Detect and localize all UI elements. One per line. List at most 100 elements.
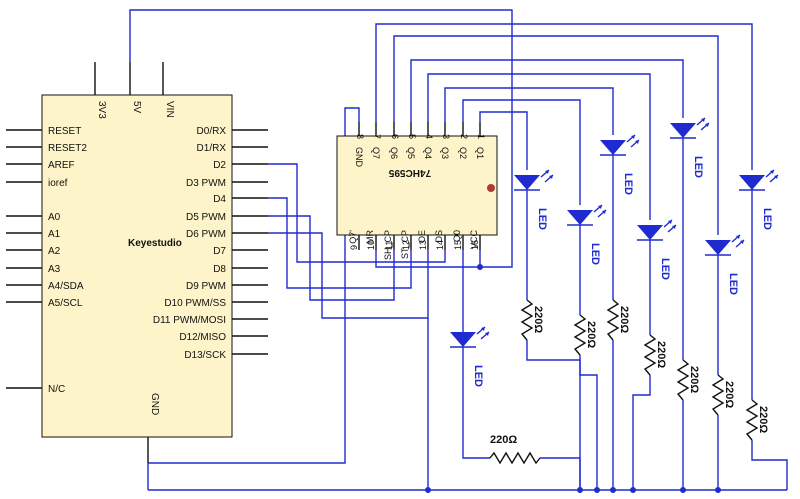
pin-label-d11-pwm-mosi: D11 PWM/MOSI xyxy=(153,315,226,326)
led-q5: LED xyxy=(670,117,710,178)
resistor-q7: 220Ω xyxy=(745,399,769,441)
pin-label-d13-sck: D13/SCK xyxy=(184,350,226,361)
arduino-board: Keyestudio RESETRESET2AREFiorefA0A1A2A3A… xyxy=(6,62,268,463)
pin-label-d0-rx: D0/RX xyxy=(197,126,227,137)
junction-dot xyxy=(715,487,721,493)
board-name: Keyestudio xyxy=(128,238,182,249)
ic-pin-name-oe: OE xyxy=(417,230,427,243)
ic-pin-number: 1 xyxy=(476,134,486,139)
led-label: LED xyxy=(589,243,601,265)
ic-pin-number: 4 xyxy=(424,134,434,139)
led-label: LED xyxy=(727,273,739,295)
ic-pin-name-vcc: VCC xyxy=(469,230,479,250)
led-label: LED xyxy=(659,258,671,280)
pin-label-d6-pwm: D6 PWM xyxy=(186,229,226,240)
wire-q0-res-gnd xyxy=(540,457,581,490)
resistor-label: 220Ω xyxy=(655,341,667,368)
ic-pin-number: 11 xyxy=(384,241,394,250)
led-arrow xyxy=(770,170,774,174)
ic-pin-number: 8 xyxy=(355,134,365,139)
led-arrow xyxy=(598,205,602,209)
resistor-q1: 220Ω xyxy=(520,299,544,341)
led-body xyxy=(739,175,765,190)
led-body xyxy=(705,240,731,255)
ic-pin-name-q6: Q6 xyxy=(389,147,399,159)
pin-label-d8: D8 xyxy=(213,264,226,275)
led-arrow xyxy=(549,175,553,179)
led-q6: LED xyxy=(705,234,745,295)
wire-q6 xyxy=(393,35,719,235)
resistor-q6: 220Ω xyxy=(711,374,735,416)
resistor-label: 220Ω xyxy=(532,306,544,333)
led-label: LED xyxy=(536,208,548,230)
led-arrow xyxy=(635,140,639,144)
pin-label-d2: D2 xyxy=(213,160,226,171)
wire-d6-oe xyxy=(268,232,429,319)
led-arrow xyxy=(668,220,672,224)
ic-notch xyxy=(487,184,495,192)
ic-pin-name-gnd: GND xyxy=(354,147,364,168)
pin-label-a5-scl: A5/SCL xyxy=(48,298,83,309)
led-q2: LED xyxy=(567,204,607,265)
ic-pin-name-q7-: Q7' xyxy=(348,230,358,244)
wire-res-to-gnd xyxy=(751,440,788,490)
ic-pin-name-q7: Q7 xyxy=(371,147,381,159)
ic-pin-name-mr: MR xyxy=(365,230,375,244)
resistor-label: 220Ω xyxy=(688,366,700,393)
junction-dot xyxy=(425,487,431,493)
wire-d2-ds xyxy=(268,163,446,263)
ic-pin-name-q1: Q1 xyxy=(475,147,485,159)
ic-pin-number: 14 xyxy=(435,240,445,250)
led-body xyxy=(670,123,696,138)
resistor-zigzag xyxy=(573,314,587,356)
resistor-label: 220Ω xyxy=(585,321,597,348)
wires xyxy=(129,9,788,491)
led-arrow xyxy=(545,170,549,174)
ic-pin-number: 12 xyxy=(401,240,411,250)
led-arrow xyxy=(631,135,635,139)
resistor-q0: 220Ω xyxy=(489,434,541,465)
ic-pin-name-st-cp: ST_CP xyxy=(400,230,410,259)
junction-dot xyxy=(680,487,686,493)
led-arrow xyxy=(701,118,705,122)
ic-pin-name-sh-cp: SH_CP xyxy=(383,230,393,260)
ic-pin-number: 2 xyxy=(459,134,469,139)
led-arrow xyxy=(602,210,606,214)
led-body xyxy=(567,210,593,225)
ic-pin-number: 13 xyxy=(418,240,428,250)
led-arrow xyxy=(481,327,485,331)
resistor-q5: 220Ω xyxy=(676,359,700,401)
wire-q5 xyxy=(410,59,684,122)
wire-q4 xyxy=(427,73,651,220)
ic-pin-number: 6 xyxy=(390,134,400,139)
pin-label-aref: AREF xyxy=(48,160,75,171)
pin-label-d7: D7 xyxy=(213,246,226,257)
led-arrow xyxy=(740,240,744,244)
pin-label-d1-rx: D1/RX xyxy=(197,143,227,154)
wire-mr-vcc xyxy=(375,250,480,268)
resistor-q4: 220Ω xyxy=(643,334,667,376)
pin-label-d10-pwm-ss: D10 PWM/SS xyxy=(164,298,226,309)
pin-label-n-c: N/C xyxy=(48,384,65,395)
pin-label-a0: A0 xyxy=(48,212,61,223)
pin-label-5v: 5V xyxy=(131,101,142,114)
resistor-label: 220Ω xyxy=(757,406,769,433)
led-label: LED xyxy=(472,365,484,387)
wire-res-to-gnd xyxy=(632,375,651,490)
ic-pin-name-q2: Q2 xyxy=(458,147,468,159)
led-label: LED xyxy=(761,208,773,230)
led-label: LED xyxy=(692,156,704,178)
led-q1: LED xyxy=(514,169,554,230)
pin-label-a1: A1 xyxy=(48,229,61,240)
led-body xyxy=(600,140,626,155)
junction-dot xyxy=(610,487,616,493)
junction-dot xyxy=(577,487,583,493)
resistor-label: 220Ω xyxy=(490,434,517,446)
ic-body xyxy=(336,135,498,236)
shift-register-ic: 74HC595 8GNDQ7'97Q7MR106Q6SH_CP115Q5ST_C… xyxy=(336,122,498,260)
led-q3: LED xyxy=(600,134,640,195)
wire-d4-stcp xyxy=(268,197,412,289)
resistor-label: 220Ω xyxy=(723,381,735,408)
wire-q7 xyxy=(375,23,753,170)
